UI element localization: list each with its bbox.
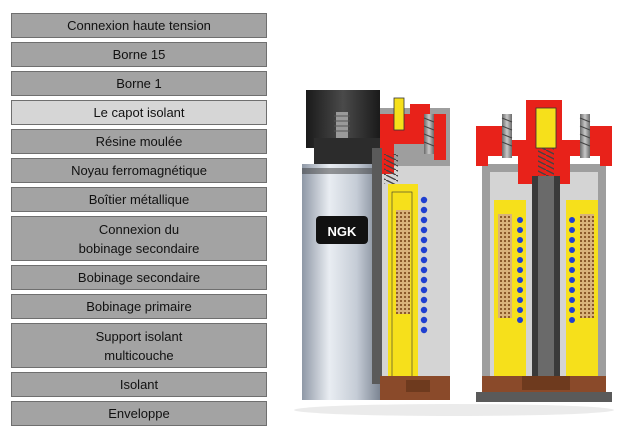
- menu-item-noyau-ferromagnetique[interactable]: Noyau ferromagnétique: [11, 158, 267, 183]
- menu-item-isolant[interactable]: Isolant: [11, 372, 267, 397]
- menu-item-borne-1[interactable]: Borne 1: [11, 71, 267, 96]
- menu-item-boitier-metallique[interactable]: Boîtier métallique: [11, 187, 267, 212]
- menu-item-bobinage-secondaire[interactable]: Bobinage secondaire: [11, 265, 267, 290]
- menu-item-capot-isolant[interactable]: Le capot isolant: [11, 100, 267, 125]
- menu-item-bobinage-primaire[interactable]: Bobinage primaire: [11, 294, 267, 319]
- menu-item-connexion-bobinage-secondaire[interactable]: Connexion du bobinage secondaire: [11, 216, 267, 261]
- brand-plate: [316, 216, 368, 244]
- menu-item-borne-15[interactable]: Borne 15: [11, 42, 267, 67]
- component-menu: Connexion haute tension Borne 15 Borne 1…: [11, 13, 267, 430]
- menu-item-connexion-haute-tension[interactable]: Connexion haute tension: [11, 13, 267, 38]
- menu-item-resine-moulee[interactable]: Résine moulée: [11, 129, 267, 154]
- coil-exterior: NGK: [302, 90, 380, 400]
- menu-item-support-isolant-multicouche[interactable]: Support isolant multicouche: [11, 323, 267, 368]
- brand-label: NGK: [328, 224, 358, 239]
- menu-item-enveloppe[interactable]: Enveloppe: [11, 401, 267, 426]
- coil-cutaway-left: [372, 97, 450, 400]
- ignition-coil-svg: NGK: [294, 90, 614, 416]
- ignition-coil-illustration: NGK: [276, 80, 632, 428]
- coil-cutaway-right: [476, 100, 612, 402]
